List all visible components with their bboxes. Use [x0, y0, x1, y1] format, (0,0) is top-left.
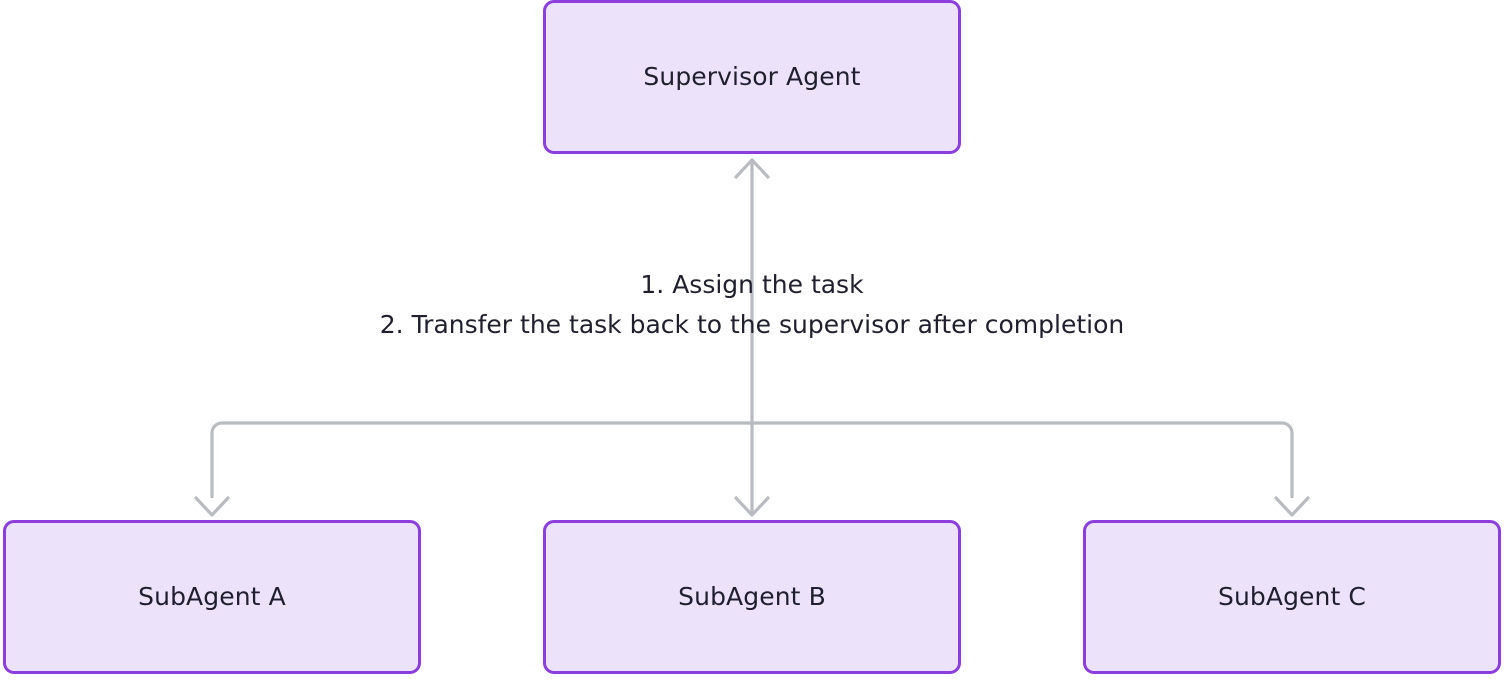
arrowhead-down-subagent-c [1274, 496, 1310, 517]
node-subagent-b[interactable]: SubAgent B [543, 520, 961, 674]
node-subagent-c-label: SubAgent C [1218, 582, 1366, 612]
node-subagent-a-label: SubAgent A [138, 582, 286, 612]
node-subagent-a[interactable]: SubAgent A [3, 520, 421, 674]
arrowhead-down-subagent-a [194, 496, 230, 517]
edge-bus-horizontal-left [210, 421, 752, 498]
node-subagent-c[interactable]: SubAgent C [1083, 520, 1501, 674]
arrowhead-down-subagent-b [734, 496, 770, 517]
edge-bus-horizontal-right [752, 421, 1294, 498]
node-subagent-b-label: SubAgent B [678, 582, 826, 612]
node-supervisor-agent[interactable]: Supervisor Agent [543, 0, 961, 154]
arrowhead-up-supervisor [734, 158, 770, 179]
node-supervisor-agent-label: Supervisor Agent [643, 62, 861, 92]
